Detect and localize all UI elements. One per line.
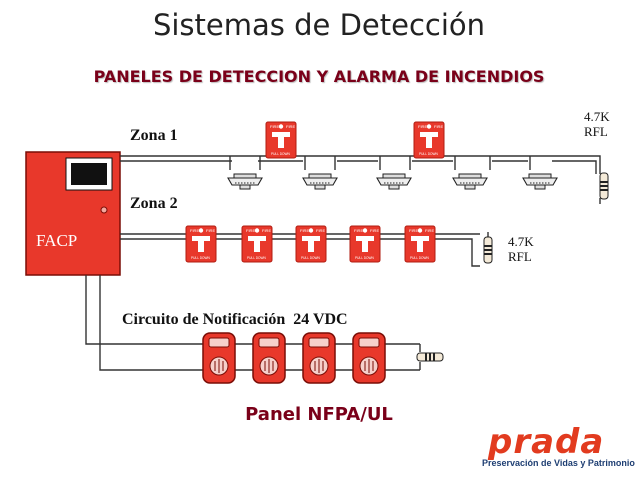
- facp-label: FACP: [36, 231, 78, 250]
- zone1-pull-station-2: [413, 121, 445, 159]
- facp-display: [71, 163, 107, 185]
- prada-logo: prada Preservación de Vidas y Patrimonio: [482, 422, 635, 474]
- notification-horn-4: [352, 332, 386, 384]
- facp-lock: [100, 206, 108, 214]
- zone2-pull-station-4: [349, 225, 381, 263]
- zone1-pull-station-1: [265, 121, 297, 159]
- logo-wordmark: prada: [488, 422, 605, 462]
- notification-horn-1: [202, 332, 236, 384]
- notification-horn-2: [252, 332, 286, 384]
- notification-eol-resistor: [416, 352, 444, 362]
- zone1-rfl-unit: RFL: [584, 124, 608, 139]
- zone2-rfl-note: 4.7K RFL: [508, 234, 534, 264]
- slide-subtitle: PANELES DE DETECCION Y ALARMA DE INCENDI…: [93, 67, 545, 86]
- zone1-rfl-value: 4.7K: [584, 109, 610, 124]
- zone2-pull-station-5: [404, 225, 436, 263]
- notification-circuit-label: Circuito de Notificación 24 VDC: [122, 311, 348, 328]
- zone2-label: Zona 2: [130, 195, 178, 212]
- logo-tagline: Preservación de Vidas y Patrimonio: [482, 458, 635, 468]
- zone2-pull-station-3: [295, 225, 327, 263]
- zone1-smoke-detector-1: [227, 173, 263, 190]
- zone1-smoke-detector-5: [522, 173, 558, 190]
- zone1-wiring: [120, 155, 601, 204]
- zone1-smoke-detector-3: [376, 173, 412, 190]
- notification-horn-3: [302, 332, 336, 384]
- zone2-rfl-value: 4.7K: [508, 234, 534, 249]
- zone2-eol-resistor: [483, 236, 493, 264]
- zone2-pull-station-2: [241, 225, 273, 263]
- slide-title: Sistemas de Detección: [152, 8, 486, 42]
- zone1-smoke-detector-4: [452, 173, 488, 190]
- zone1-rfl-note: 4.7K RFL: [584, 109, 610, 139]
- zone2-rfl-unit: RFL: [508, 249, 532, 264]
- footer-panel-label: Panel NFPA/UL: [245, 404, 393, 425]
- zone1-label: Zona 1: [130, 127, 178, 144]
- zone2-pull-station-1: [185, 225, 217, 263]
- zone1-smoke-detector-2: [302, 173, 338, 190]
- zone1-eol-resistor: [599, 172, 609, 200]
